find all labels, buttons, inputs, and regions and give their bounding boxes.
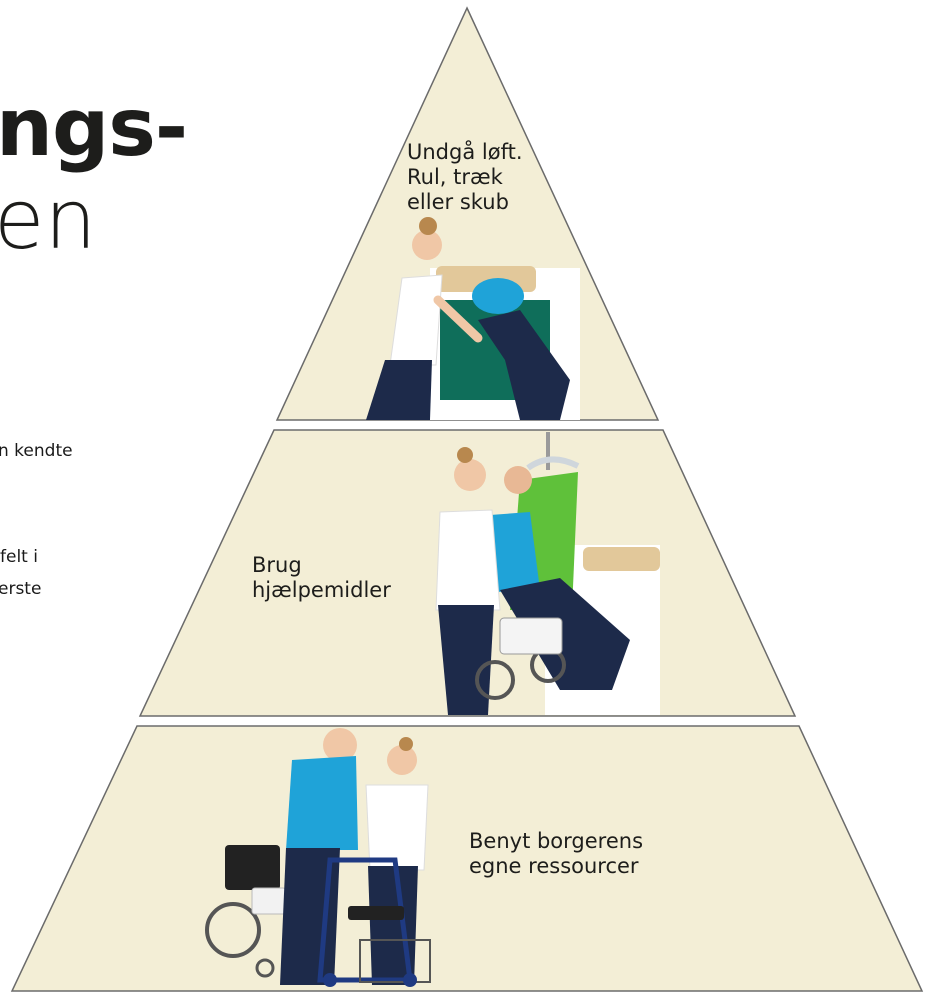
bottom-label-line-2: egne ressourcer <box>469 854 639 878</box>
pyramid-label-top: Undgå løft. Rul, træk eller skub <box>407 140 523 215</box>
bottom-label-line-1: Benyt borgerens <box>469 829 644 853</box>
heading-line-2: en <box>0 173 97 268</box>
pyramid-label-bottom: Benyt borgerens egne ressourcer <box>469 829 643 879</box>
pyramid-label-middle: Brug hjælpemidler <box>252 553 391 603</box>
body-text-line-3: erste <box>0 579 42 599</box>
middle-label-line-1: Brug <box>252 553 302 577</box>
middle-label-line-2: hjælpemidler <box>252 578 391 602</box>
body-text-line-2: felt i <box>0 547 38 567</box>
photo-rollator-walk <box>205 728 431 987</box>
pyramid-tier-bottom <box>10 725 924 992</box>
photo-patient-lift <box>435 432 660 715</box>
top-label-line-3: eller skub <box>407 190 509 214</box>
top-label-line-2: Rul, træk <box>407 165 503 189</box>
top-label-line-1: Undgå løft. <box>407 140 523 164</box>
photo-rolling-in-bed <box>366 217 580 420</box>
body-text-line-1: n kendte <box>0 441 73 461</box>
heading-line-1: ngs- <box>0 81 188 174</box>
